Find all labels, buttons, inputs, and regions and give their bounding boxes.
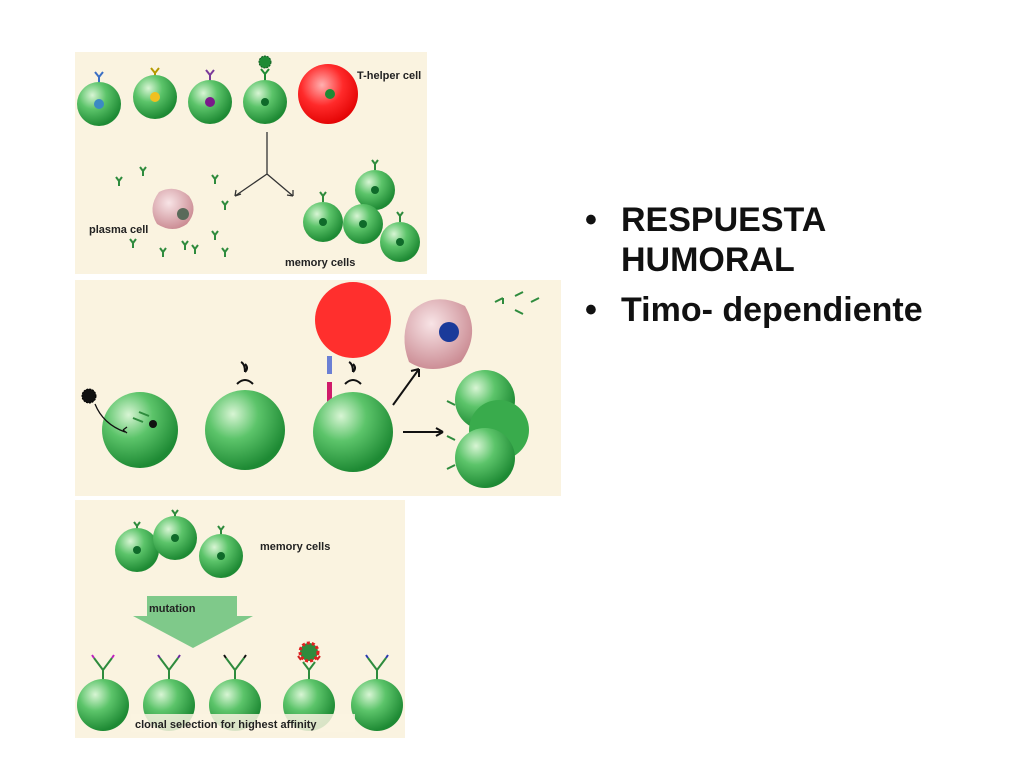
clonal-selection-label: clonal selection for highest affinity [135, 719, 317, 731]
memory-cells-label: memory cells [285, 257, 355, 269]
bullet-glyph: • [585, 201, 597, 239]
branch-arrow [234, 132, 294, 197]
t-dependent-activation-panel [75, 280, 561, 496]
antigen-capture-cell [81, 388, 178, 468]
t-helper-cell [298, 64, 358, 124]
activation-panel: T-helper cell plasma cell [75, 52, 427, 274]
memory-cells-cluster [303, 159, 420, 262]
bullet-item: • RESPUESTA HUMORAL [585, 200, 1005, 280]
bullet-glyph: • [585, 291, 597, 329]
helper-t-contact [313, 282, 393, 472]
b-cell-purple [188, 69, 232, 124]
bullet-text: Timo- dependiente [621, 291, 923, 329]
b-cell-with-antigen [205, 361, 285, 470]
slide-bullet-list: • RESPUESTA HUMORAL • Timo- dependiente [585, 200, 1005, 340]
bullet-item: • Timo- dependiente [585, 290, 1005, 330]
b-cell-activated [243, 55, 287, 124]
memory-cells-group [115, 509, 243, 578]
plasma-cell-label: plasma cell [89, 224, 148, 236]
affinity-maturation-panel: memory cells mutation clonal selection f… [75, 500, 405, 738]
outcome-arrows [392, 368, 444, 437]
plasma-cell-secreting [404, 291, 540, 369]
free-antibodies [115, 166, 229, 257]
b-cell-yellow [133, 67, 177, 119]
b-cell-blue [77, 71, 121, 126]
plasma-cell [152, 188, 194, 229]
t-helper-label: T-helper cell [357, 70, 421, 82]
memory-cell-stack [446, 370, 529, 488]
mutation-arrow [133, 596, 253, 648]
mutation-label: mutation [149, 603, 196, 615]
memory-cells-label-2: memory cells [260, 541, 330, 553]
bullet-text: RESPUESTA HUMORAL [621, 201, 826, 279]
